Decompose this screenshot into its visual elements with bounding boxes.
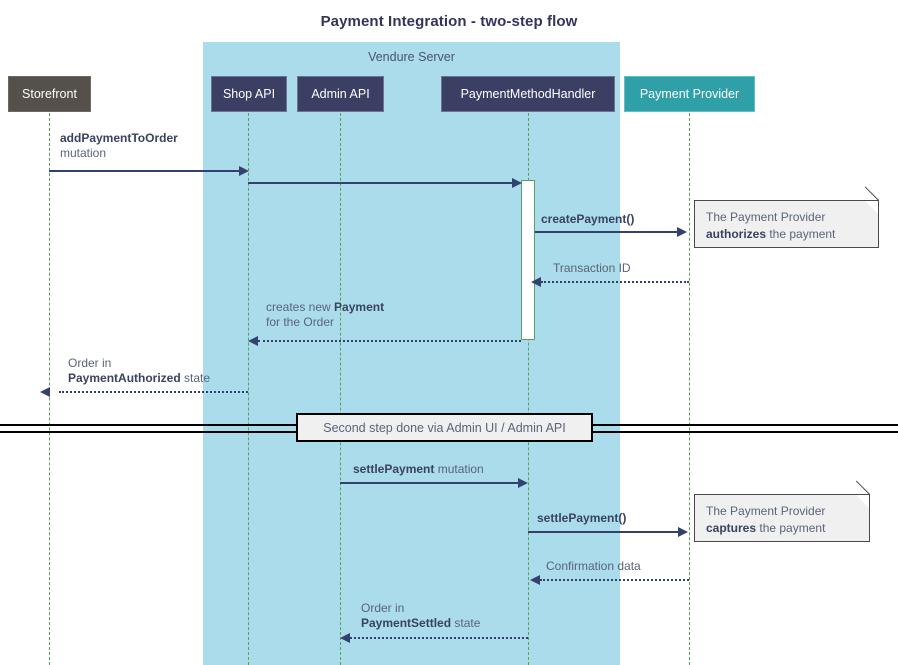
message-label-order-payment-authorized: Order in PaymentAuthorized state	[68, 356, 210, 386]
arrow-head-right	[239, 166, 249, 176]
activation-bar-payment-method-handler	[521, 180, 535, 340]
arrow-head-left	[248, 336, 258, 346]
note-line2-bold: authorizes	[706, 227, 767, 241]
message-label-plain-line2: for the Order	[266, 315, 335, 329]
message-label-settle-payment-mutation: settlePayment mutation	[353, 462, 484, 477]
message-arrow-order-payment-settled	[350, 637, 528, 639]
lifeline-payment-provider	[689, 113, 690, 665]
participant-label: Admin API	[311, 87, 370, 101]
message-label-bold-line2: PaymentSettled	[361, 616, 452, 630]
message-label-bold-line2: PaymentAuthorized	[68, 371, 181, 385]
message-label-settle-payment-call: settlePayment()	[537, 511, 626, 526]
message-arrow-order-payment-authorized	[59, 391, 248, 393]
participant-label: Payment Provider	[639, 87, 740, 101]
participant-label: Shop API	[222, 87, 276, 101]
note-line2-plain: the payment	[756, 521, 826, 535]
message-label-bold: settlePayment()	[537, 511, 627, 525]
note-line1: The Payment Provider	[706, 504, 826, 518]
message-label-add-payment-to-order: addPaymentToOrder mutation	[60, 131, 178, 161]
arrow-head-left	[40, 387, 50, 397]
message-arrow-settle-payment-call	[528, 531, 678, 533]
message-label-plain-line2: state	[180, 371, 211, 385]
note-fold-line-icon	[855, 480, 870, 495]
lifeline-payment-method-handler	[528, 113, 529, 665]
message-label-creates-new-payment: creates new Payment for the Order	[266, 300, 384, 330]
message-label-bold: settlePayment	[353, 462, 435, 476]
note-fold-corner-icon	[865, 201, 878, 214]
participant-admin-api[interactable]: Admin API	[297, 76, 384, 112]
participant-storefront[interactable]: Storefront	[8, 76, 91, 112]
participant-label: PaymentMethodHandler	[460, 87, 596, 101]
page-title: Payment Integration - two-step flow	[320, 13, 578, 30]
note-fold-corner-icon	[856, 495, 869, 508]
arrow-head-left	[530, 575, 540, 585]
lifeline-shop-api	[248, 113, 249, 665]
divider-label: Second step done via Admin UI / Admin AP…	[323, 420, 566, 435]
divider-box: Second step done via Admin UI / Admin AP…	[296, 413, 593, 442]
message-label-plain: mutation	[60, 146, 107, 160]
group-label: Vendure Server	[368, 50, 455, 64]
note-line1: The Payment Provider	[706, 210, 826, 224]
message-label-bold: createPayment()	[541, 212, 635, 226]
message-label-bold: addPaymentToOrder	[60, 131, 178, 145]
lifeline-admin-api	[340, 113, 341, 665]
participant-payment-provider[interactable]: Payment Provider	[624, 76, 755, 112]
message-arrow-add-payment-to-order	[49, 170, 239, 172]
message-arrow-settle-payment-mutation	[340, 482, 518, 484]
message-label-plain: mutation	[434, 462, 484, 476]
message-label-plain: Transaction ID	[553, 261, 631, 275]
message-arrow-confirmation-data	[540, 579, 689, 581]
message-label-create-payment: createPayment()	[541, 212, 634, 227]
group-box-vendure-server	[203, 42, 620, 665]
message-label-confirmation-data: Confirmation data	[546, 559, 641, 574]
message-label-plain-line1: Order in	[361, 601, 405, 615]
note-line2-plain: the payment	[766, 227, 836, 241]
note-line2-bold: captures	[706, 521, 757, 535]
arrow-head-right	[678, 527, 688, 537]
message-label-plain-line1: creates new	[266, 300, 335, 314]
note-payment-provider-captures: The Payment Provider captures the paymen…	[694, 480, 870, 542]
participant-payment-method-handler[interactable]: PaymentMethodHandler	[441, 76, 615, 112]
message-label-plain: Confirmation data	[546, 559, 641, 573]
message-arrow-transaction-id	[541, 281, 689, 283]
arrow-head-left	[340, 633, 350, 643]
participant-shop-api[interactable]: Shop API	[211, 76, 287, 112]
note-payment-provider-authorizes: The Payment Provider authorizes the paym…	[694, 186, 879, 248]
arrow-head-right	[512, 178, 522, 188]
arrow-head-right	[518, 478, 528, 488]
arrow-head-left	[531, 277, 541, 287]
message-label-order-payment-settled: Order in PaymentSettled state	[361, 601, 480, 631]
message-label-plain-line1: Order in	[68, 356, 112, 370]
message-label-transaction-id: Transaction ID	[553, 261, 631, 276]
message-arrow-creates-new-payment	[258, 340, 521, 342]
message-arrow-shop-api-to-handler	[248, 182, 512, 184]
message-arrow-create-payment	[535, 231, 677, 233]
message-label-bold-line1: Payment	[334, 300, 385, 314]
message-label-plain-line2: state	[451, 616, 481, 630]
note-fold-line-icon	[864, 186, 879, 201]
participant-label: Storefront	[22, 87, 77, 101]
arrow-head-right	[677, 227, 687, 237]
